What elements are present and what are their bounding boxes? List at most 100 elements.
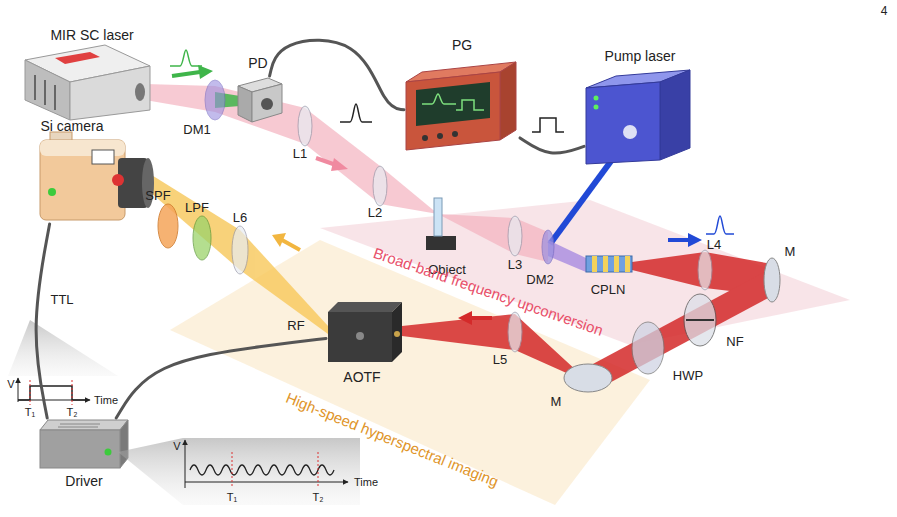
component-label: CPLN bbox=[591, 283, 626, 297]
driver-body bbox=[105, 449, 112, 456]
component-label: NF bbox=[726, 335, 743, 349]
pulse-generator-body bbox=[422, 94, 456, 104]
aotf-body bbox=[328, 312, 392, 362]
mir-sc-laser-body bbox=[25, 60, 70, 120]
direction-arrow bbox=[272, 233, 286, 247]
pulse-generator-body bbox=[437, 133, 443, 139]
time-marker: T₂ bbox=[313, 491, 324, 503]
filter-optics bbox=[232, 226, 248, 274]
axis-label: Time bbox=[94, 394, 118, 406]
filter-optics bbox=[158, 204, 178, 248]
direction-arrow bbox=[282, 240, 300, 250]
upconversion-optics bbox=[373, 166, 387, 206]
device-label: PG bbox=[452, 38, 472, 53]
pump-laser-body bbox=[594, 105, 599, 110]
photodetector-body bbox=[238, 86, 252, 122]
photodetector-body bbox=[238, 78, 282, 122]
component-label: L3 bbox=[508, 258, 522, 272]
upconversion-optics bbox=[542, 230, 554, 264]
ttl-inset bbox=[30, 380, 31, 405]
pulse-generator-body bbox=[500, 62, 516, 140]
ttl-inset bbox=[8, 320, 118, 376]
rf-inset bbox=[185, 440, 186, 488]
direction-arrow bbox=[198, 65, 213, 79]
camera: Si camera bbox=[38, 136, 154, 224]
pump-laser-body bbox=[586, 82, 660, 164]
direction-arrow bbox=[331, 158, 348, 171]
device-label: Pump laser bbox=[605, 49, 676, 64]
rf-inset bbox=[118, 438, 360, 505]
si-camera-body bbox=[48, 188, 56, 196]
pulse-generator-body bbox=[416, 82, 490, 126]
pump-laser-body bbox=[623, 125, 637, 139]
rf-driver: Driver bbox=[38, 418, 130, 470]
ttl-inset bbox=[72, 380, 73, 405]
device-label: Driver bbox=[65, 474, 102, 489]
imaging-optics bbox=[632, 322, 664, 374]
driver-body bbox=[60, 424, 100, 425]
upconversion-optics bbox=[298, 106, 312, 146]
component-label: DM2 bbox=[526, 273, 553, 287]
mir-sc-laser-body bbox=[70, 66, 150, 120]
aotf-body bbox=[392, 302, 402, 362]
pulse-generator-body bbox=[406, 62, 516, 150]
pump-laser-body bbox=[660, 70, 690, 160]
imaging-optics bbox=[564, 364, 612, 392]
rf-inset bbox=[232, 452, 233, 488]
device-label: MIR SC laser bbox=[50, 28, 133, 43]
component-label: L2 bbox=[368, 206, 382, 220]
si-camera-body bbox=[112, 174, 124, 186]
filtered-beam bbox=[240, 230, 328, 334]
cpln-crystal bbox=[592, 256, 597, 272]
mir-sc-laser-body bbox=[55, 52, 100, 64]
pulse-glyph bbox=[532, 118, 564, 132]
axis-label: V bbox=[173, 440, 180, 452]
pulse-generator: PG bbox=[404, 58, 520, 152]
rf-inset bbox=[318, 452, 319, 488]
mir-sc-laser-body bbox=[25, 45, 150, 120]
acousto-optic-filter: AOTF bbox=[326, 300, 404, 364]
driver-body bbox=[40, 430, 120, 468]
device-label: AOTF bbox=[343, 370, 380, 385]
upconverted-beam bbox=[402, 314, 515, 350]
object-sample bbox=[426, 198, 456, 250]
upconversion-optics bbox=[205, 80, 225, 120]
component-label: L1 bbox=[293, 147, 307, 161]
ttl-inset bbox=[18, 378, 19, 402]
pulse-glyph bbox=[170, 50, 202, 66]
pulse-glyph bbox=[706, 216, 734, 234]
cpln-crystal bbox=[586, 256, 632, 272]
signal-name: RF bbox=[287, 319, 304, 333]
si-camera-body bbox=[40, 140, 125, 220]
pulse-generator-body bbox=[422, 135, 428, 141]
pump-laser-body bbox=[594, 96, 599, 101]
ttl-inset bbox=[8, 320, 118, 405]
si-camera-body bbox=[92, 150, 114, 164]
component-label: L4 bbox=[707, 238, 721, 252]
direction-arrow bbox=[668, 238, 690, 242]
mir-sc-laser-body bbox=[54, 85, 56, 110]
object-sample bbox=[426, 236, 456, 250]
aotf-body bbox=[328, 302, 402, 312]
time-marker: T₁ bbox=[227, 491, 237, 503]
imaging-band bbox=[170, 240, 650, 505]
mir-sc-laser-body bbox=[34, 75, 36, 100]
laser-source: MIR SC laser bbox=[22, 44, 152, 124]
imaging-band bbox=[170, 240, 650, 505]
ttl-inset bbox=[18, 386, 86, 400]
axis-label: Time bbox=[354, 476, 378, 488]
aotf-body bbox=[356, 332, 364, 340]
axis-label: V bbox=[7, 378, 14, 390]
cpln-crystal bbox=[625, 256, 630, 272]
si-camera-body bbox=[40, 132, 154, 220]
imaging-optics bbox=[508, 312, 522, 352]
upconversion-optics bbox=[764, 258, 780, 302]
signal-cable bbox=[36, 224, 49, 418]
rf-inset bbox=[190, 465, 334, 475]
pulse-glyph bbox=[340, 104, 372, 122]
mir-beam bbox=[145, 84, 305, 144]
driver-body bbox=[58, 427, 98, 428]
direction-arrow bbox=[172, 65, 702, 325]
